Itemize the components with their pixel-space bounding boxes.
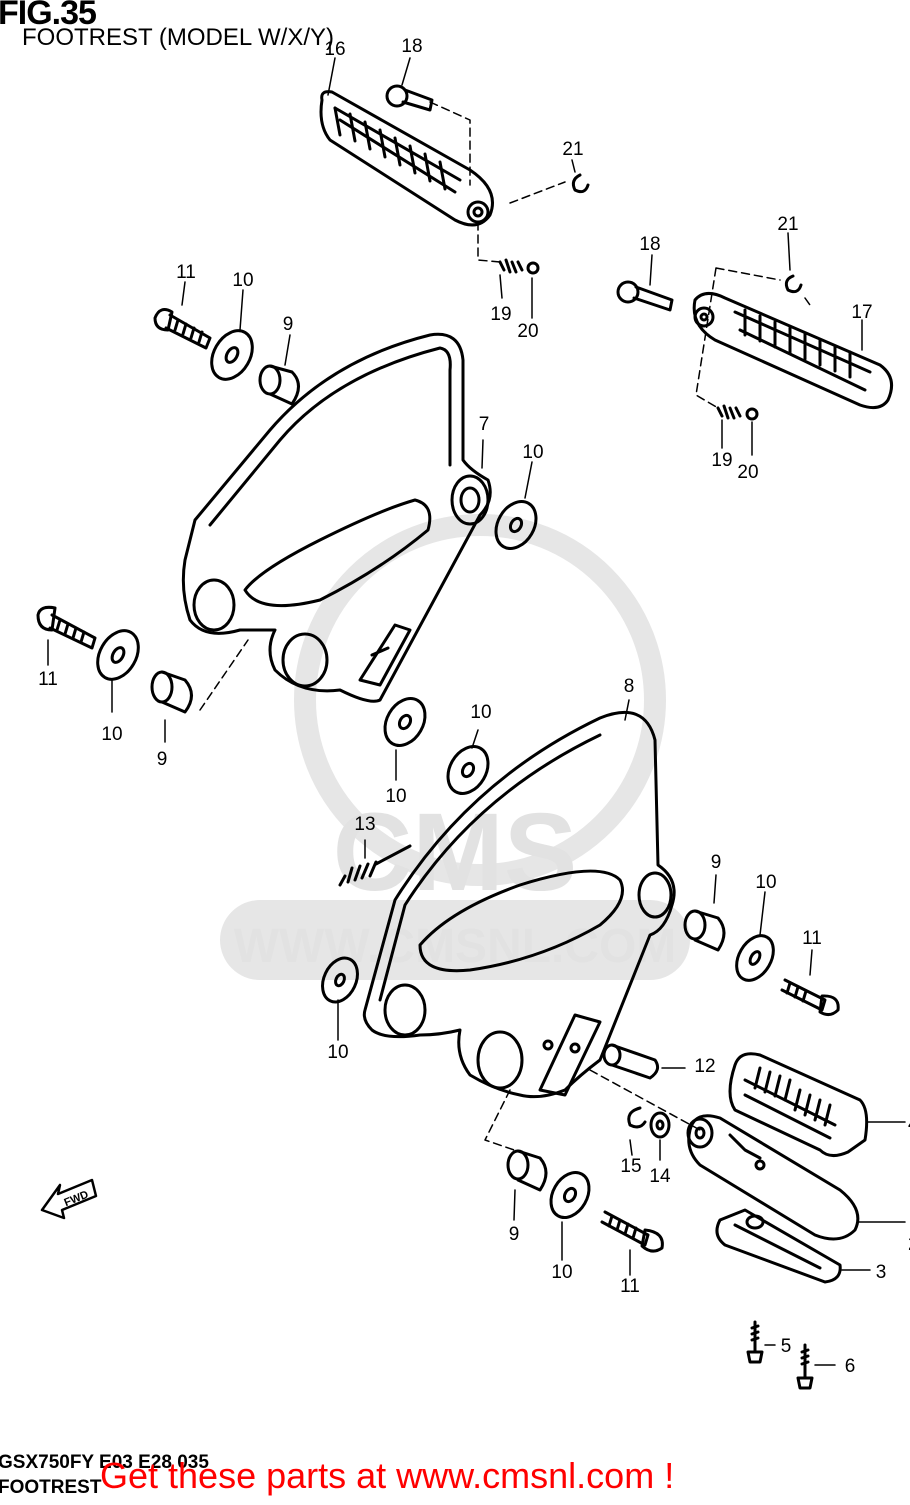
part-label-9: 9 bbox=[509, 1224, 520, 1245]
pin-12 bbox=[602, 1043, 660, 1080]
part-label-10: 10 bbox=[470, 702, 491, 723]
washer-10-h bbox=[549, 1171, 591, 1219]
washer-10-e bbox=[446, 745, 490, 795]
e-clip-15 bbox=[627, 1106, 647, 1129]
part-label-21: 21 bbox=[562, 139, 583, 160]
part-label-11: 11 bbox=[620, 1276, 640, 1297]
rear-footrest-peg-right bbox=[692, 292, 894, 410]
collar-9-b bbox=[150, 670, 193, 714]
ball-20-top bbox=[526, 261, 540, 275]
part-label-5: 5 bbox=[781, 1336, 792, 1357]
spring-19-top bbox=[498, 258, 524, 274]
part-label-9: 9 bbox=[711, 852, 722, 873]
front-footrest-2 bbox=[686, 1114, 860, 1241]
part-label-21: 21 bbox=[777, 214, 798, 235]
part-label-18: 18 bbox=[639, 234, 660, 255]
bolt-11-c bbox=[780, 978, 840, 1017]
part-label-10: 10 bbox=[522, 442, 543, 463]
part-label-10: 10 bbox=[232, 270, 253, 291]
part-label-14: 14 bbox=[649, 1166, 671, 1187]
part-label-3: 3 bbox=[876, 1262, 887, 1283]
pin-18-top bbox=[385, 84, 434, 112]
part-label-16: 16 bbox=[324, 39, 345, 60]
bolt-11-d bbox=[600, 1210, 664, 1253]
part-label-20: 20 bbox=[517, 321, 538, 342]
part-label-7: 7 bbox=[479, 414, 490, 435]
part-label-10: 10 bbox=[551, 1262, 572, 1283]
part-label-17: 17 bbox=[851, 302, 872, 323]
part-label-10: 10 bbox=[385, 786, 406, 807]
part-label-19: 19 bbox=[490, 304, 511, 325]
pin-18-right bbox=[616, 280, 674, 312]
bolt-11-a bbox=[153, 308, 212, 350]
washer-10-b bbox=[494, 500, 538, 550]
screw-6 bbox=[796, 1343, 814, 1390]
washer-14 bbox=[649, 1111, 671, 1139]
figure-subtitle: FOOTREST (MODEL W/X/Y) bbox=[22, 24, 335, 51]
washer-10-a bbox=[210, 329, 254, 381]
part-label-11: 11 bbox=[176, 262, 196, 283]
part-label-8: 8 bbox=[624, 676, 635, 697]
watermark-brand: CMS bbox=[333, 791, 577, 914]
collar-9-d bbox=[506, 1149, 548, 1192]
spring-13 bbox=[338, 844, 412, 887]
part-label-18: 18 bbox=[401, 36, 422, 57]
part-label-10: 10 bbox=[755, 872, 776, 893]
spring-19-right bbox=[716, 404, 742, 420]
part-label-19: 19 bbox=[711, 450, 732, 471]
rear-footrest-peg-left bbox=[319, 90, 494, 227]
collar-9-a bbox=[258, 364, 300, 406]
washer-10-f bbox=[321, 956, 359, 1004]
washer-10-c bbox=[96, 629, 140, 681]
washer-10-d bbox=[383, 697, 427, 747]
parts-link[interactable]: Get these parts at www.cmsnl.com ! bbox=[100, 1455, 675, 1496]
part-label-13: 13 bbox=[354, 814, 375, 835]
watermark: CMS WWW.CMSNL.COM bbox=[220, 514, 690, 980]
e-clip-21-right bbox=[784, 274, 803, 294]
diagram-name: FOOTREST bbox=[0, 1477, 102, 1498]
part-label-2: 2 bbox=[908, 1234, 910, 1255]
figure-number: FIG.35 bbox=[0, 0, 97, 32]
footrest-bracket-8 bbox=[362, 710, 676, 1099]
part-label-10: 10 bbox=[101, 724, 122, 745]
part-label-4: 4 bbox=[908, 1114, 910, 1135]
part-label-9: 9 bbox=[283, 314, 294, 335]
footrest-rubber-4 bbox=[728, 1052, 869, 1157]
watermark-url: WWW.CMSNL.COM bbox=[234, 920, 677, 973]
part-label-10: 10 bbox=[327, 1042, 348, 1063]
part-label-6: 6 bbox=[845, 1356, 856, 1377]
e-clip-21-top bbox=[571, 173, 590, 194]
footrest-bracket-3 bbox=[715, 1208, 842, 1284]
diagram-code: GSX750FY E03 E28 035 bbox=[0, 1452, 209, 1473]
forward-arrow-icon: FWD bbox=[40, 1178, 98, 1220]
collar-9-c bbox=[683, 909, 726, 952]
ball-20-right bbox=[745, 407, 759, 421]
footrest-bracket-7 bbox=[181, 332, 492, 703]
part-label-11: 11 bbox=[802, 928, 822, 949]
part-label-11: 11 bbox=[38, 669, 58, 690]
part-label-12: 12 bbox=[694, 1056, 715, 1077]
part-label-15: 15 bbox=[620, 1156, 641, 1177]
washer-10-g bbox=[735, 934, 775, 982]
part-number-labels: 16 18 21 19 20 18 21 17 19 20 11 10 9 7 … bbox=[38, 36, 910, 1377]
part-label-9: 9 bbox=[157, 749, 168, 770]
part-label-20: 20 bbox=[737, 462, 758, 483]
bolt-11-b bbox=[36, 605, 97, 650]
screw-5 bbox=[746, 1320, 764, 1364]
